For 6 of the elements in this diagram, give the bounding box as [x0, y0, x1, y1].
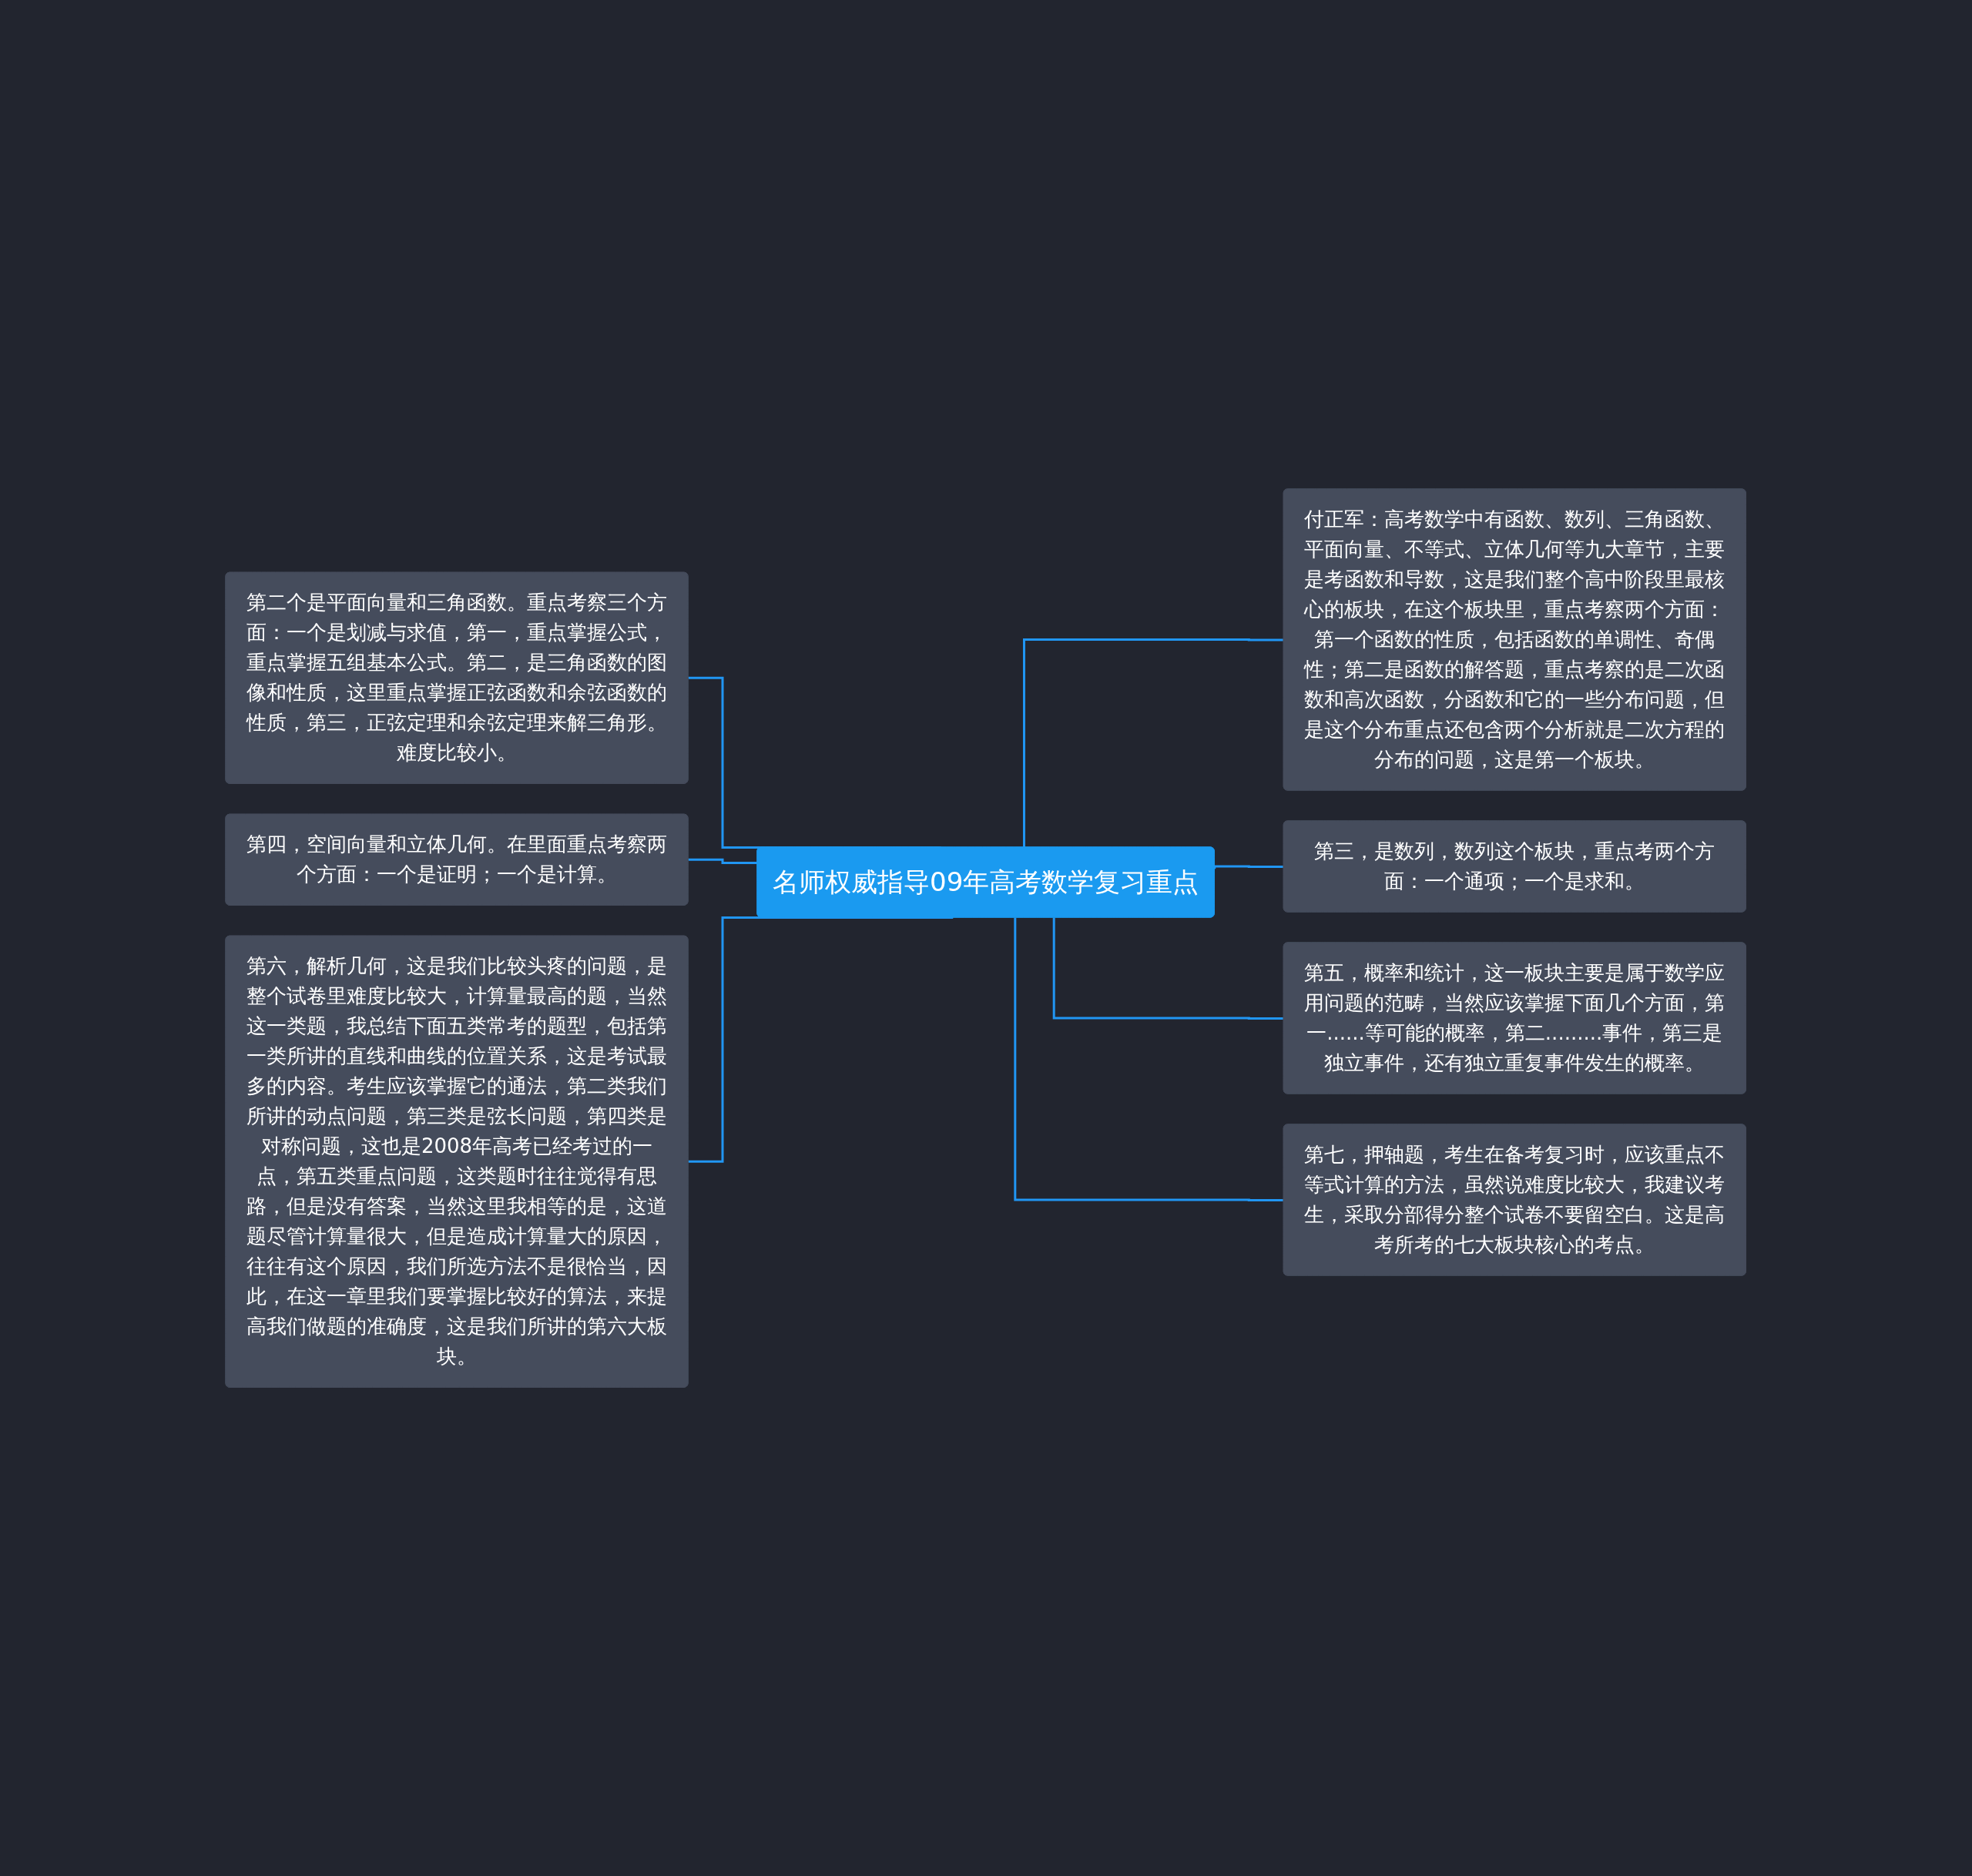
connector	[1014, 917, 1285, 1201]
connector	[1023, 638, 1285, 848]
connector	[1053, 917, 1285, 1020]
connector	[687, 858, 758, 864]
connector	[687, 916, 954, 1164]
connector	[1213, 865, 1285, 869]
